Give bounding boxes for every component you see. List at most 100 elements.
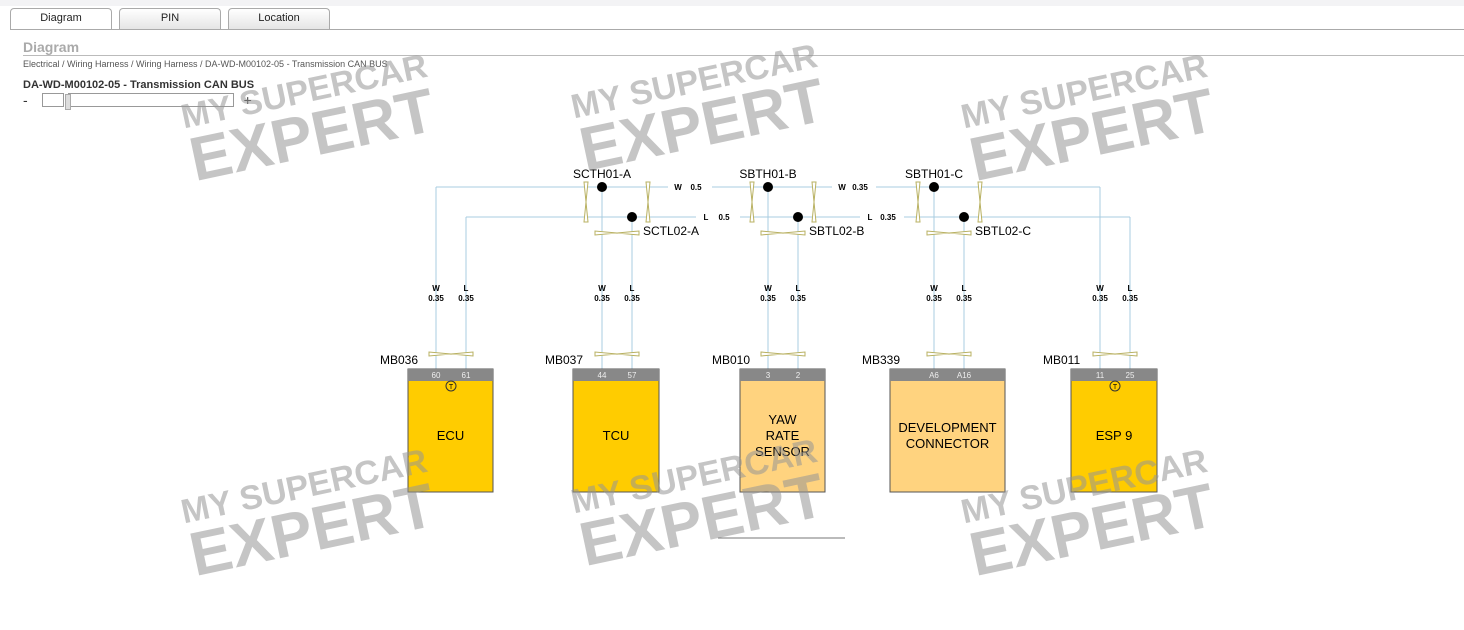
splice-label: SBTH01-C <box>905 167 963 181</box>
pin-header <box>1071 369 1157 381</box>
wire-size-label: 0.35 <box>624 294 640 303</box>
connector-id: MB011 <box>1043 353 1080 367</box>
module-name: SENSOR <box>755 444 810 459</box>
divider <box>23 55 1464 56</box>
wire-color-label: L <box>796 284 801 293</box>
wire-color-label: L <box>464 284 469 293</box>
bus-wire-size: 0.5 <box>718 213 730 222</box>
zoom-in-button[interactable]: + <box>243 92 252 108</box>
splice-label: SBTL02-C <box>975 224 1031 238</box>
wire-size-label: 0.35 <box>760 294 776 303</box>
terminator-label: T <box>449 384 454 391</box>
twist-marker <box>926 351 972 357</box>
connector-id: MB036 <box>380 353 418 367</box>
terminator-icon <box>1109 380 1121 392</box>
terminator-icon <box>445 380 457 392</box>
zoom-control: - + <box>23 92 252 110</box>
zoom-slider-handle[interactable] <box>64 94 71 110</box>
splice-label: SCTH01-A <box>573 167 631 181</box>
bus-wire-color: L <box>704 213 709 222</box>
tab-location[interactable]: Location <box>228 8 330 30</box>
pin-header <box>408 369 493 381</box>
wire-color-label: W <box>598 284 606 293</box>
tab-diagram[interactable]: Diagram <box>10 8 112 30</box>
pin-number: 57 <box>628 371 637 380</box>
module-box <box>889 368 1006 493</box>
zoom-value-box[interactable] <box>41 93 64 107</box>
pin-number: 2 <box>796 371 801 380</box>
module-name: YAW <box>768 412 797 427</box>
splice-dot <box>627 212 637 222</box>
connector-id: MB010 <box>712 353 750 367</box>
bus-wire-size: 0.35 <box>852 183 868 192</box>
bus-wire-color: W <box>838 183 846 192</box>
zoom-slider[interactable] <box>64 93 234 110</box>
pin-number: 25 <box>1126 371 1135 380</box>
twist-marker <box>428 351 474 357</box>
module-box <box>407 368 494 493</box>
twist-marker <box>760 230 806 236</box>
wire-size-label: 0.35 <box>1122 294 1138 303</box>
module-name: ECU <box>437 428 464 443</box>
twist-marker <box>1092 351 1138 357</box>
wire-size-label: 0.35 <box>1092 294 1108 303</box>
breadcrumb: Electrical / Wiring Harness / Wiring Har… <box>23 59 388 69</box>
pin-header <box>740 369 825 381</box>
twist-marker <box>594 351 640 357</box>
twist-marker <box>977 181 983 223</box>
bus-wire-size: 0.35 <box>880 213 896 222</box>
twist-marker <box>811 181 817 223</box>
zoom-out-button[interactable]: - <box>23 92 28 108</box>
module-name: TCU <box>603 428 630 443</box>
wire-size-label: 0.35 <box>594 294 610 303</box>
module-box <box>572 368 660 493</box>
splice-label: SCTL02-A <box>643 224 699 238</box>
bus-wire-color: W <box>674 183 682 192</box>
twist-marker <box>645 181 651 223</box>
wire-color-label: W <box>764 284 772 293</box>
wire-size-label: 0.35 <box>458 294 474 303</box>
label-bg <box>860 212 904 222</box>
wire-color-label: L <box>962 284 967 293</box>
twist-marker <box>594 230 640 236</box>
splice-dot <box>763 182 773 192</box>
wire-size-label: 0.35 <box>956 294 972 303</box>
splice-label: SBTH01-B <box>739 167 796 181</box>
wire-color-label: L <box>630 284 635 293</box>
bus-wire-size: 0.5 <box>690 183 702 192</box>
twist-marker <box>926 230 972 236</box>
module-name: DEVELOPMENT <box>898 420 996 435</box>
pin-number: 11 <box>1096 371 1105 380</box>
bus-wire-color: L <box>868 213 873 222</box>
pin-number: 61 <box>462 371 471 380</box>
module-box <box>739 368 826 493</box>
wire-size-label: 0.35 <box>428 294 444 303</box>
divider <box>10 29 1464 30</box>
section-title: Diagram <box>23 39 80 55</box>
pin-number: 60 <box>432 371 441 380</box>
tab-pin[interactable]: PIN <box>119 8 221 30</box>
label-bg <box>696 212 740 222</box>
module-box <box>1070 368 1158 493</box>
pin-number: 3 <box>766 371 771 380</box>
pin-header <box>573 369 659 381</box>
terminator-label: T <box>1113 384 1118 391</box>
pin-number: A6 <box>929 371 939 380</box>
wire-color-label: W <box>930 284 938 293</box>
pin-header <box>890 369 1005 381</box>
splice-dot <box>793 212 803 222</box>
pin-number: A16 <box>957 371 972 380</box>
twist-marker <box>915 181 921 223</box>
label-bg <box>832 182 876 192</box>
tab-bar: Diagram PIN Location <box>10 8 337 30</box>
twist-marker <box>583 181 589 223</box>
diagram-title: DA-WD-M00102-05 - Transmission CAN BUS <box>23 79 255 91</box>
module-name: RATE <box>766 428 800 443</box>
module-name: CONNECTOR <box>906 436 990 451</box>
module-name: ESP 9 <box>1096 428 1133 443</box>
splice-dot <box>597 182 607 192</box>
wire-size-label: 0.35 <box>926 294 942 303</box>
twist-marker <box>749 181 755 223</box>
wire-color-label: L <box>1128 284 1133 293</box>
